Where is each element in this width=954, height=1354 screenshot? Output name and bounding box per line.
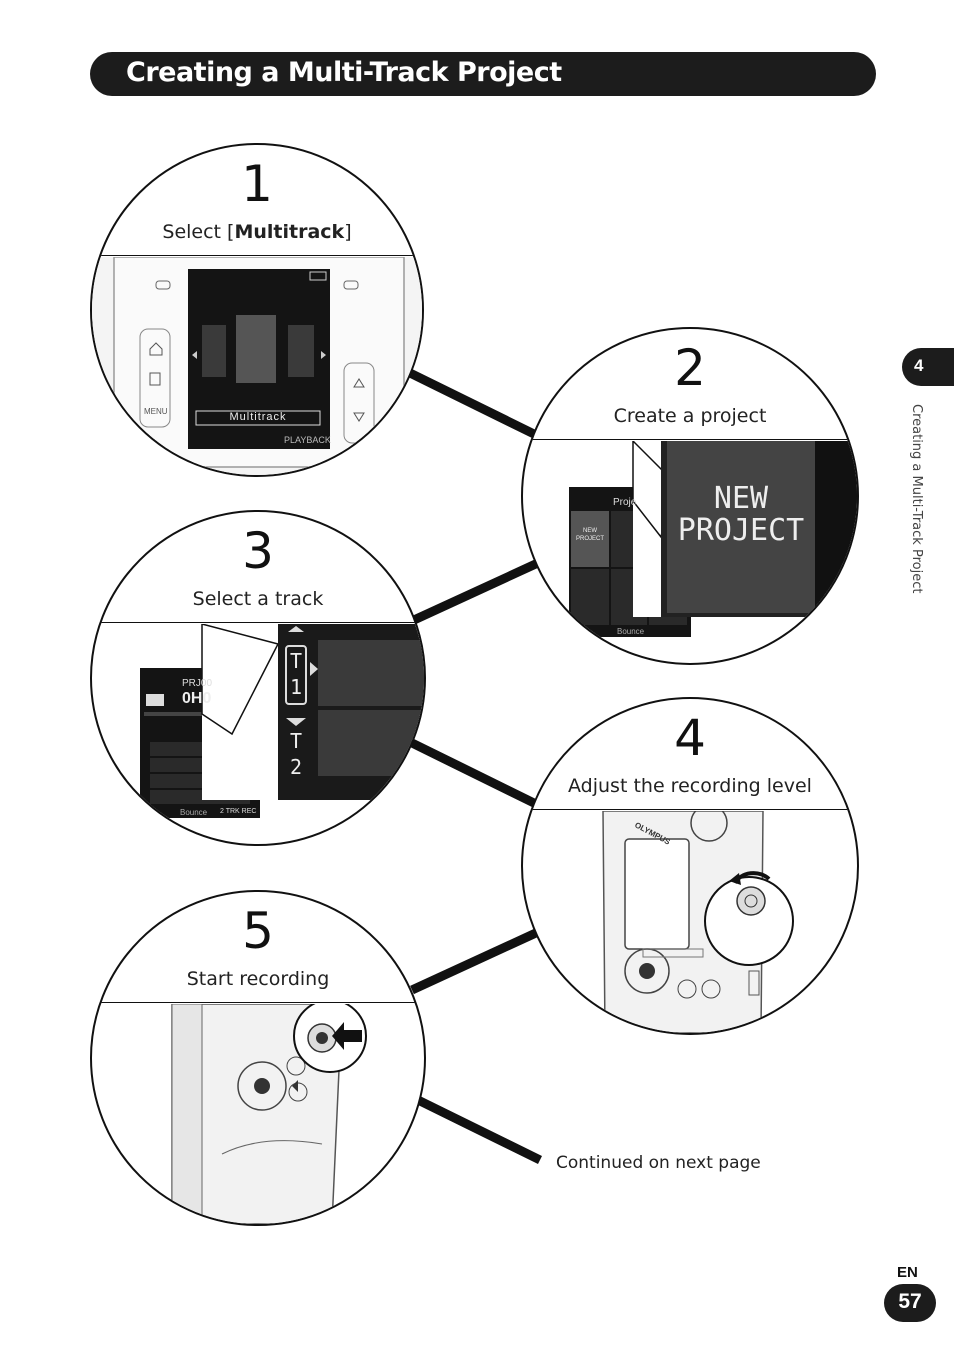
list-icon <box>149 372 161 386</box>
step-caption: Create a project <box>613 405 767 427</box>
project-header-text: Proje <box>613 497 637 508</box>
step-number: 4 <box>674 709 706 767</box>
new-project-zoom-label: NEW PROJECT <box>677 481 805 548</box>
step-3-circle: 3 Select a track T1 T2 PRJ00 0H0 Bounce … <box>90 510 426 846</box>
record-button-illustration <box>92 1004 424 1224</box>
step-caption: Adjust the recording level <box>568 775 812 797</box>
multitrack-menu-label: Multitrack <box>229 411 287 423</box>
connector-1-2 <box>406 367 536 439</box>
softkey-label: PLAYBACK <box>284 435 331 445</box>
new-project-screen-illustration: NEW PROJECT NEW PROJECT Proje Bounce <box>523 441 857 663</box>
step-caption: Select [Multitrack] <box>162 221 352 243</box>
menu-key-label: MENU <box>144 407 168 416</box>
language-code: EN <box>897 1264 918 1281</box>
home-icon <box>149 342 163 356</box>
connector-3-4 <box>408 737 538 809</box>
recorder-screen-illustration: Multitrack PLAYBACK MENU <box>92 257 422 475</box>
caption-rule <box>92 255 422 256</box>
down-arrow-icon <box>353 412 365 422</box>
page-number: 57 <box>898 1290 922 1313</box>
section-title-bar: Creating a Multi-Track Project <box>90 52 876 96</box>
continued-note: Continued on next page <box>556 1153 761 1173</box>
project-id-text: PRJ00 <box>182 678 213 689</box>
chapter-title-vertical: Creating a Multi-Track Project <box>909 404 924 594</box>
step-number: 5 <box>242 902 274 960</box>
caption-rule <box>523 809 857 810</box>
new-project-cell-label: NEW PROJECT <box>575 528 604 542</box>
bounce-softkey: Bounce <box>180 808 208 817</box>
connector-4-5 <box>410 927 540 995</box>
connector-2-3 <box>412 557 542 625</box>
recording-level-dial-illustration: OLYMPUS <box>523 811 857 1033</box>
step-1-circle: 1 Select [Multitrack] Multitrack PLAYBAC <box>90 143 424 477</box>
track-1-label: T1 <box>289 649 303 699</box>
track-2-label: T2 <box>289 729 303 779</box>
chapter-number: 4 <box>914 356 924 375</box>
caption-rule <box>92 622 424 623</box>
connector-5-continued <box>416 1095 542 1165</box>
track-select-screen-illustration: T1 T2 PRJ00 0H0 Bounce 2 TRK REC <box>92 624 424 844</box>
caption-rule <box>92 1002 424 1003</box>
step-number: 1 <box>241 155 273 213</box>
time-counter: 0H0 <box>182 690 212 707</box>
page-number-badge: 57 <box>884 1284 936 1322</box>
step-4-circle: 4 Adjust the recording level OLYMPUS <box>521 697 859 1035</box>
page-title: Creating a Multi-Track Project <box>126 57 562 88</box>
step-caption: Start recording <box>186 968 330 990</box>
step-number: 2 <box>674 339 706 397</box>
bounce-softkey: Bounce <box>617 627 645 636</box>
two-track-rec-softkey: 2 TRK REC <box>220 808 257 815</box>
caption-rule <box>523 439 857 440</box>
chapter-tab: 4 <box>902 348 954 386</box>
step-2-circle: 2 Create a project NEW PROJECT NEW PROJE… <box>521 327 859 665</box>
step-caption: Select a track <box>192 588 324 610</box>
step-number: 3 <box>242 522 274 580</box>
up-arrow-icon <box>353 378 365 388</box>
step-5-circle: 5 Start recording <box>90 890 426 1226</box>
